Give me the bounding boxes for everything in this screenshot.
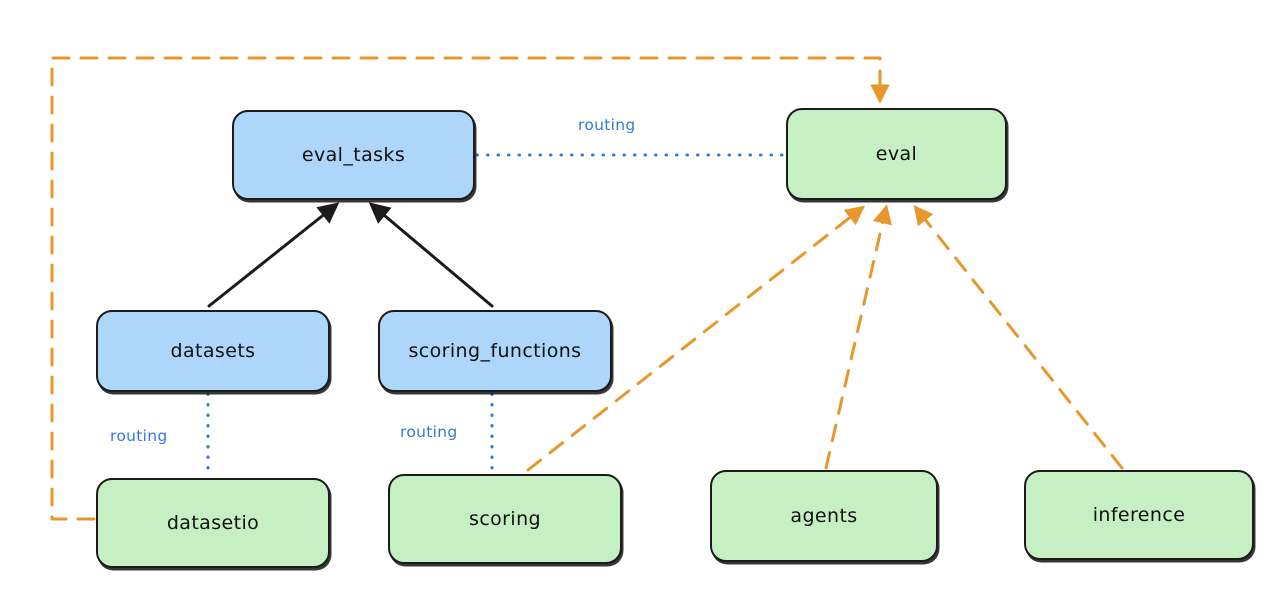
edge-scoring-to-eval-dependency	[526, 205, 866, 472]
edge-inference-to-eval-dependency	[913, 204, 1124, 470]
node-label-eval-tasks: eval_tasks	[301, 144, 406, 166]
node-inference[interactable]: inference	[1024, 470, 1254, 560]
node-label-datasetio: datasetio	[166, 512, 260, 534]
node-datasetio[interactable]: datasetio	[96, 478, 330, 568]
edge-label-routing-eval-tasks-eval: routing	[578, 116, 636, 134]
edge-datasetio-to-eval-dependency	[50, 56, 890, 521]
node-label-datasets: datasets	[170, 340, 256, 362]
edge-label-routing-scoring-functions-scoring: routing	[400, 423, 458, 441]
node-datasets[interactable]: datasets	[96, 310, 330, 392]
node-scoring[interactable]: scoring	[388, 474, 622, 564]
node-agents[interactable]: agents	[710, 470, 938, 562]
edge-datasets-to-eval-tasks	[207, 202, 340, 308]
node-eval[interactable]: eval	[786, 108, 1007, 200]
node-label-scoring: scoring	[469, 508, 541, 530]
edge-scoring-functions-to-eval-tasks	[368, 202, 494, 308]
node-label-inference: inference	[1092, 504, 1186, 526]
edge-agents-to-eval-dependency	[824, 204, 892, 470]
node-label-eval: eval	[875, 143, 918, 165]
node-scoring-functions[interactable]: scoring_functions	[378, 310, 612, 392]
node-label-agents: agents	[790, 505, 858, 527]
node-label-scoring-functions: scoring_functions	[408, 340, 582, 362]
node-eval-tasks[interactable]: eval_tasks	[232, 110, 475, 200]
edge-label-routing-datasets-datasetio: routing	[110, 427, 168, 445]
